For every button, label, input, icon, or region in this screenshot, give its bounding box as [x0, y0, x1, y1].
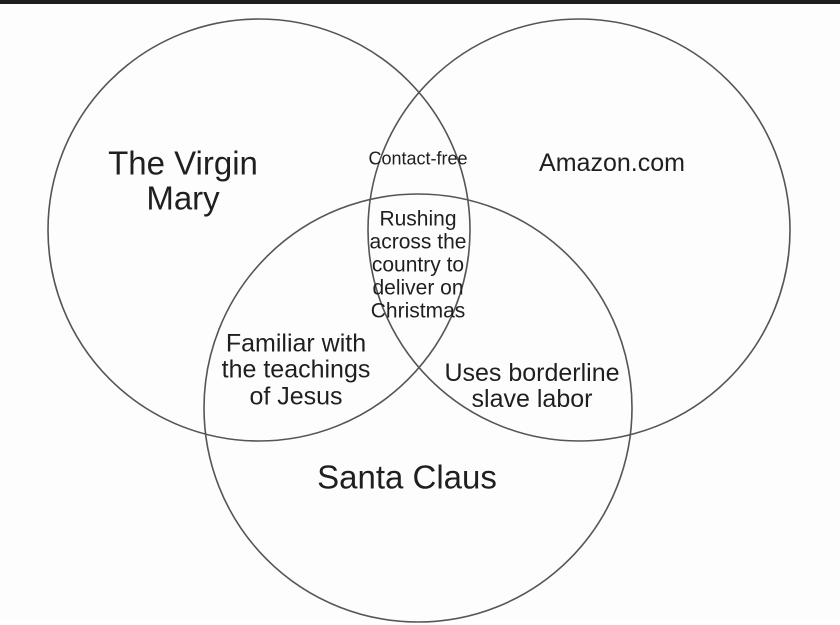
circle-amazon	[367, 18, 791, 442]
label-teachings-of-jesus: Familiar with the teachings of Jesus	[221, 329, 371, 411]
label-amazon: Amazon.com	[539, 148, 685, 177]
label-virgin-mary: The Virgin Mary	[108, 144, 258, 216]
label-contact-free: Contact-free	[368, 148, 468, 169]
label-santa-claus: Santa Claus	[317, 458, 497, 496]
label-rushing-across-country: Rushing across the country to deliver on…	[369, 207, 467, 323]
circle-virgin-mary	[47, 18, 471, 442]
label-slave-labor: Uses borderline slave labor	[444, 358, 620, 413]
